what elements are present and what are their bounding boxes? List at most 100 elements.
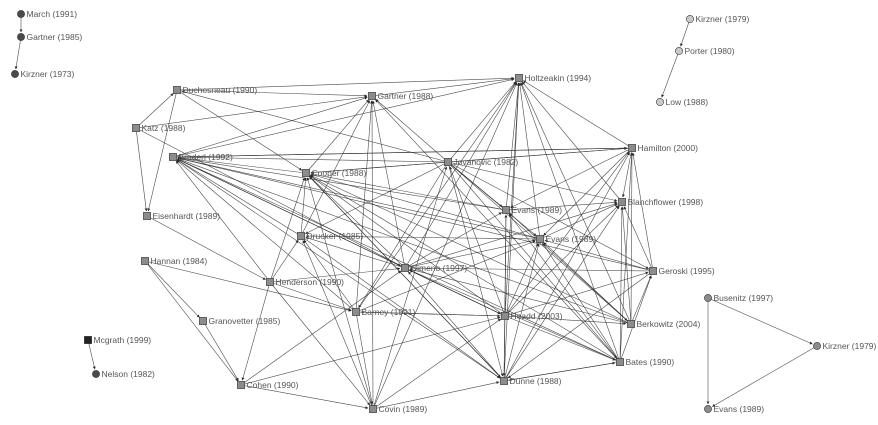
node-square-icon [401,264,409,272]
node-square-icon [627,320,635,328]
edge-berkowitz2004-hamilton2000 [630,152,634,325]
edge-katz1988-eisenhardt1989 [135,127,148,212]
node-cohen1990[interactable]: Cohen (1990) [237,380,299,390]
node-circle-icon [704,294,712,302]
node-henderson1990[interactable]: Henderson (1990) [266,277,344,287]
edge-dunne1988-evans1989a [503,214,508,382]
node-porter1980[interactable]: Porter (1980) [675,46,735,56]
edge-bruderl1992-hamilton2000 [172,146,628,158]
edge-covin1989-drucker1985 [302,240,374,410]
node-kirzner1973[interactable]: Kirzner (1973) [11,69,75,79]
node-label: Hannan (1984) [151,256,208,266]
node-label: Covin (1989) [379,404,428,414]
edge-gimeno1997-drucker1985 [305,236,406,269]
edge-gimeno1997-holtzeakin1994 [404,82,517,269]
node-duchesneau1990[interactable]: Duchesneau (1990) [173,85,257,95]
node-nelson1982[interactable]: Nelson (1982) [92,369,155,379]
node-label: Barney (1991) [362,307,416,317]
node-headd2003[interactable]: Headd (2003) [501,311,563,321]
node-square-icon [169,153,177,161]
node-gimeno1997[interactable]: Gimeno (1997) [401,263,467,273]
node-square-icon [628,144,636,152]
edge-gartner1988-holtzeakin1994 [371,77,515,97]
edge-bates1990-geroski1995 [619,275,652,363]
edge-katz1988-duchesneau1990 [135,93,174,129]
edge-henderson1990-covin1989 [269,281,371,406]
node-circle-icon [17,33,25,41]
edge-geroski1995-evans1989b [544,239,654,272]
edge-bates1990-blanchflower1998 [619,206,624,363]
node-circle-icon [656,98,664,106]
node-berkowitz2004[interactable]: Berkowitz (2004) [627,319,700,329]
edge-evans1989a-blanchflower1998 [505,201,618,211]
node-label: Drucker (1985) [307,231,364,241]
node-busenitz1997[interactable]: Busenitz (1997) [704,293,773,303]
node-jovanovic1982[interactable]: Jovanovic (1982) [444,157,518,167]
node-barney1991[interactable]: Barney (1991) [352,307,416,317]
node-label: Holtzeakin (1994) [525,73,592,83]
edge-drucker1985-bruderl1992 [176,159,302,237]
edge-barney1991-headd2003 [355,311,501,318]
node-label: Henderson (1990) [276,277,345,287]
node-gartner1985[interactable]: Gartner (1985) [17,32,82,42]
edge-jovanovic1982-duchesneau1990 [181,90,449,163]
edge-headd2003-holtzeakin1994 [504,82,521,317]
edge-gimeno1997-headd2003 [404,267,501,315]
node-low1988[interactable]: Low (1988) [656,97,708,107]
node-evans1989b[interactable]: Evans (1989) [536,234,596,244]
edge-berkowitz2004-bruderl1992 [177,158,632,325]
node-cooper1988[interactable]: Cooper (1988) [302,168,366,178]
node-square-icon [515,74,523,82]
node-label: Geroski (1995) [659,266,715,276]
node-kirzner1979a[interactable]: Kirzner (1979) [686,14,750,24]
node-circle-icon [686,15,694,23]
edge-bruderl1992-holtzeakin1994 [172,78,515,158]
node-square-icon [143,212,151,220]
edge-dunne1988-holtzeakin1994 [503,82,521,382]
edge-geroski1995-bruderl1992 [177,157,654,272]
node-label: Kirzner (1973) [21,69,75,79]
node-label: Evans (1989) [714,404,765,414]
edge-drucker1985-cooper1988 [300,177,307,237]
node-geroski1995[interactable]: Geroski (1995) [649,266,715,276]
node-katz1988[interactable]: Katz (1988) [132,123,186,133]
edge-hamilton2000-holtzeakin1994 [522,80,633,149]
node-square-icon [368,92,376,100]
node-bruderl1992[interactable]: Bruderl (1992) [169,152,233,162]
node-blanchflower1998[interactable]: Blanchflower (1998) [618,197,703,207]
node-granovetter1985[interactable]: Granovetter (1985) [199,316,280,326]
edge-bates1990-gartner1988 [375,99,621,363]
node-label: Hamilton (2000) [638,143,699,153]
node-evans1989c[interactable]: Evans (1989) [704,404,764,414]
edge-cooper1988-gartner1988 [305,99,369,174]
edge-dunne1988-evans1989b [503,243,540,382]
node-square-icon [618,198,626,206]
edge-jovanovic1982-holtzeakin1994 [447,81,517,163]
edge-gimeno1997-blanchflower1998 [404,202,618,269]
edge-cooper1988-dunne1988 [305,172,501,378]
node-mcgrath1999[interactable]: Mcgrath (1999) [84,335,151,345]
node-covin1989[interactable]: Covin (1989) [369,404,427,414]
node-label: Gartner (1988) [378,91,434,101]
edge-berkowitz2004-geroski1995 [630,275,652,325]
edge-evans1989b-blanchflower1998 [539,203,618,240]
node-label: Nelson (1982) [102,369,156,379]
node-hannan1984[interactable]: Hannan (1984) [141,256,207,266]
node-kirzner1979b[interactable]: Kirzner (1979) [813,341,877,351]
node-drucker1985[interactable]: Drucker (1985) [297,231,363,241]
edge-gimeno1997-evans1989a [404,212,502,269]
node-march1991[interactable]: March (1991) [17,9,77,19]
edge-headd2003-cooper1988 [309,175,506,317]
node-eisenhardt1989[interactable]: Eisenhardt (1989) [143,211,220,221]
node-bates1990[interactable]: Bates (1990) [616,357,674,367]
node-evans1989a[interactable]: Evans (1989) [502,205,562,215]
node-holtzeakin1994[interactable]: Holtzeakin (1994) [515,73,591,83]
edge-henderson1990-cooper1988 [269,177,306,283]
node-circle-icon [813,342,821,350]
node-dunne1988[interactable]: Dunne (1988) [500,376,562,386]
edge-jovanovic1982-bruderl1992 [177,155,449,163]
edge-geroski1995-hamilton2000 [631,152,654,272]
edge-berkowitz2004-gimeno1997 [409,268,632,325]
node-hamilton2000[interactable]: Hamilton (2000) [628,143,698,153]
node-gartner1988[interactable]: Gartner (1988) [368,91,433,101]
